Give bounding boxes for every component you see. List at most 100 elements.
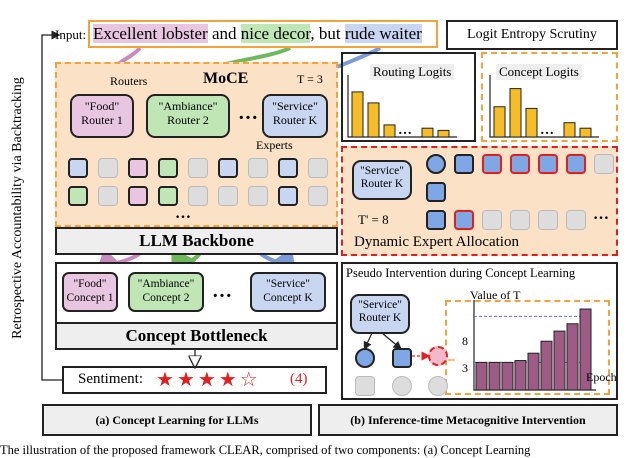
routing-logits-panel [341, 52, 476, 142]
routing-logit-bar [351, 91, 364, 138]
routing-logit-axis [347, 75, 457, 138]
logit-title-box: Logit Entropy Scrutiny [446, 20, 618, 50]
dynamic-ellipsis: … [593, 206, 609, 223]
expert-cell [454, 154, 474, 174]
pseudo-bar [488, 361, 501, 391]
concept-logit-bar [563, 122, 576, 138]
pseudo-tick-low: 3 [462, 361, 468, 375]
pseudo-bar [501, 361, 514, 391]
pseudo-panel [341, 262, 618, 400]
concept-logit-bar [579, 127, 592, 138]
expert-cell [510, 154, 530, 174]
dynamic-router-name: Router K [360, 178, 404, 190]
concept-ellipsis: … [212, 280, 232, 302]
routing-logit-bar [367, 102, 380, 138]
concept-logit-axis [489, 75, 599, 138]
star-empty-icon: ☆ [239, 369, 261, 391]
pseudo-bar [514, 360, 527, 391]
router-food: "Food" Router 1 [70, 94, 134, 138]
expert-cell [594, 154, 614, 174]
concept-bottleneck-label: Concept Bottleneck [125, 326, 268, 345]
router-food-name: Router 1 [81, 113, 123, 127]
concept-service-name: Concept K [263, 292, 313, 304]
concept-logits-title: Concept Logits [496, 64, 582, 80]
concept-logits-panel [481, 52, 618, 142]
input-text: Excellent lobster and nice decor, but ru… [93, 24, 422, 44]
expert-cell [188, 158, 208, 178]
pseudo-router-name: Router K [358, 312, 402, 324]
pseudo-x-label: Epoch [586, 370, 617, 384]
pseudo-bar [475, 361, 488, 391]
input-word-and: and [207, 24, 241, 43]
router-food-quote: "Food" [84, 99, 120, 113]
expert-cell [98, 186, 118, 206]
concept-ambiance-name: Concept 2 [142, 292, 190, 304]
backtracking-line [41, 30, 62, 381]
expert-cell [428, 346, 448, 366]
router-service-name: Router K [272, 113, 318, 127]
expert-cell [426, 182, 446, 202]
pseudo-chart-frame [445, 300, 610, 395]
concept-food-quote: "Food" [73, 278, 107, 290]
star-filled-icon: ★ [156, 369, 177, 391]
sentiment-stars: ★★★★☆ [156, 367, 261, 392]
input-phrase-waiter: rude waiter [344, 24, 422, 43]
sentiment-box [62, 366, 327, 394]
star-filled-icon: ★ [176, 369, 198, 391]
concept-logit-ellipsis: … [540, 123, 554, 138]
logit-title: Logit Entropy Scrutiny [467, 27, 597, 42]
concept-food-name: Concept 1 [66, 292, 114, 304]
concept-food: "Food" Concept 1 [62, 272, 118, 312]
concept-service-quote: "Service" [266, 278, 310, 290]
llm-backbone: LLM Backbone [55, 227, 338, 255]
expert-cell [454, 210, 474, 230]
router-ellipsis: … [238, 102, 258, 124]
input-phrase-decor: nice decor [240, 24, 311, 43]
moce-t-label: T = 3 [297, 72, 323, 86]
expert-cell [278, 158, 298, 178]
expert-cell [248, 186, 268, 206]
expert-cell [188, 186, 208, 206]
expert-cell [68, 158, 88, 178]
star-filled-icon: ★ [218, 369, 240, 391]
concept-logit-bar [493, 106, 506, 138]
expert-cell [482, 154, 502, 174]
pseudo-bar [527, 352, 540, 391]
expert-cell [68, 186, 88, 206]
router-service-quote: "Service" [272, 99, 318, 113]
routing-logit-bar [383, 124, 396, 138]
pseudo-router-lines [363, 332, 402, 351]
concept-service: "Service" Concept K [250, 272, 326, 312]
expert-cell [428, 376, 448, 396]
expert-cell [218, 186, 238, 206]
routing-logit-bar [437, 129, 450, 138]
expert-cell [158, 186, 178, 206]
moce-title: MoCE [203, 70, 249, 87]
dynamic-t-prime: T' = 8 [358, 212, 389, 227]
router-ambiance: "Ambiance" Router 2 [146, 94, 230, 138]
experts-label: Experts [256, 138, 293, 152]
expert-cell [128, 158, 148, 178]
pseudo-tick-high: 8 [462, 334, 468, 348]
expert-cell [566, 210, 586, 230]
pseudo-bar [540, 340, 553, 391]
llm-backbone-label: LLM Backbone [139, 231, 254, 250]
routing-logits-title: Routing Logits [370, 64, 455, 80]
input-label: Input: [55, 27, 87, 42]
expert-ellipsis: … [175, 205, 191, 222]
router-service: "Service" Router K [262, 94, 328, 138]
concept-logit-bar [509, 88, 522, 138]
star-filled-icon: ★ [197, 369, 219, 391]
expert-cell [510, 210, 530, 230]
input-phrase-lobster: Excellent lobster [93, 24, 208, 43]
expert-cell [98, 158, 118, 178]
router-ambiance-name: Router 2 [167, 113, 209, 127]
pseudo-y-label: Value of T [470, 288, 521, 302]
dynamic-title: Dynamic Expert Allocation [354, 234, 519, 250]
figure-caption: The illustration of the proposed framewo… [0, 443, 531, 457]
sentiment-label: Sentiment: [78, 371, 143, 387]
pseudo-bar [579, 308, 592, 391]
expert-cell [248, 158, 268, 178]
concept-ambiance: "Ambiance" Concept 2 [128, 272, 204, 312]
